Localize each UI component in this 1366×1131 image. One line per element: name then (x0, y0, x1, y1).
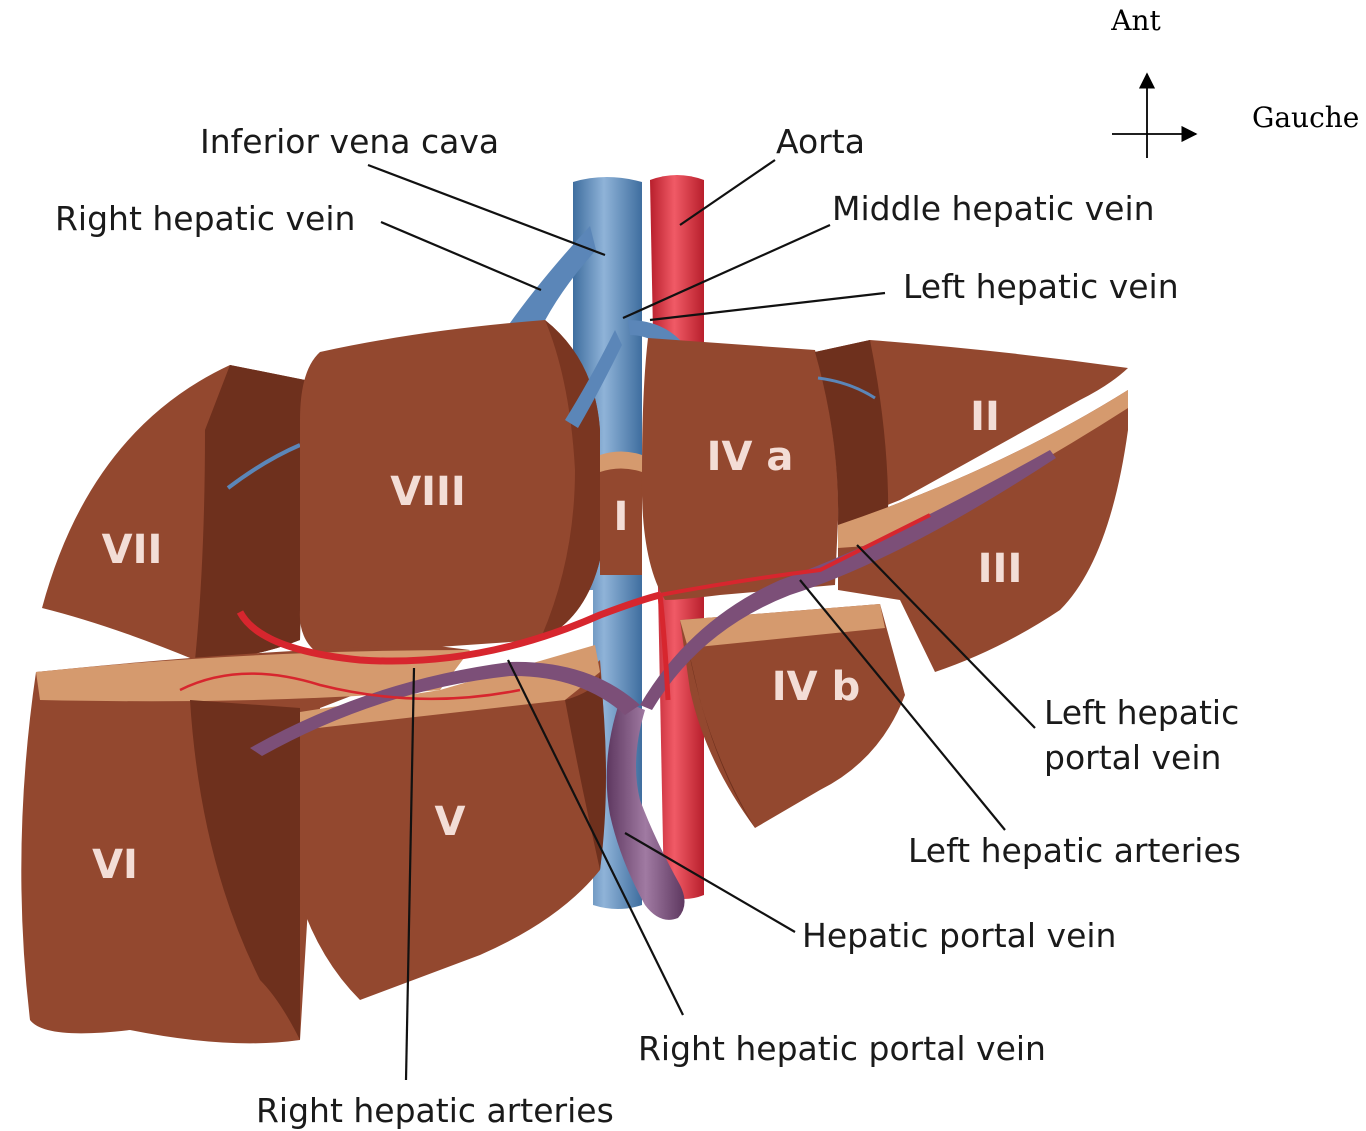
aorta-label: Aorta (776, 122, 865, 161)
inferior-vena-cava-label: Inferior vena cava (200, 122, 499, 161)
hepatic-portal-vein-label: Hepatic portal vein (802, 916, 1116, 955)
orientation-indicator: Ant Gauche (1110, 4, 1359, 158)
left-label: Gauche (1252, 101, 1359, 134)
right-hepatic-arteries-label: Right hepatic arteries (256, 1091, 614, 1130)
segment-vi-label: VI (92, 842, 138, 888)
segment-ivb-label: IV b (772, 664, 860, 710)
segment-v-label: V (435, 799, 466, 845)
left-hepatic-arteries-label: Left hepatic arteries (908, 831, 1241, 870)
segment-vii-label: VII (102, 527, 163, 573)
segment-viii-label: VIII (390, 469, 466, 515)
segment-ii-label: II (970, 394, 1000, 440)
leader-right-hepatic-vein (381, 222, 541, 290)
anterior-label: Ant (1110, 4, 1161, 37)
segment-iva-label: IV a (707, 434, 794, 480)
segment-iii-label: III (978, 546, 1023, 592)
leader-inferior-vena-cava (368, 165, 605, 255)
segment-i-label: I (614, 494, 629, 540)
middle-hepatic-vein-label: Middle hepatic vein (832, 189, 1155, 228)
left-hepatic-portal-vein-label-line1: Left hepatic (1044, 693, 1239, 732)
right-hepatic-portal-vein-label: Right hepatic portal vein (638, 1029, 1046, 1068)
left-hepatic-portal-vein-label-line2: portal vein (1044, 738, 1221, 777)
left-hepatic-vein-label: Left hepatic vein (903, 267, 1179, 306)
segment-vii (42, 365, 305, 660)
right-hepatic-vein-label: Right hepatic vein (55, 199, 355, 238)
